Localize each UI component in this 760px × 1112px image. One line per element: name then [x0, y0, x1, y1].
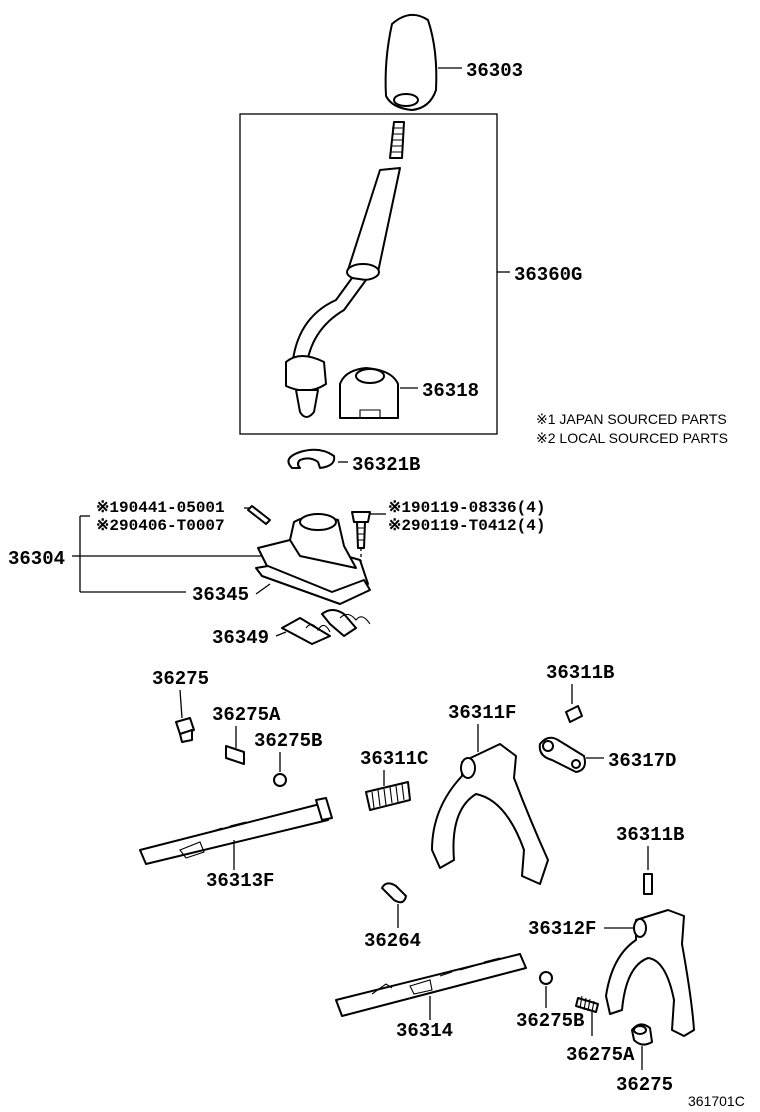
pin-36311B-bottom — [643, 873, 653, 895]
snap-ring-drawing — [287, 448, 336, 469]
shift-head-36317D-drawing — [538, 736, 586, 773]
diagram-reference: 361701C — [688, 1093, 745, 1109]
ball-36275B-bottom — [539, 971, 553, 985]
shift-lever-drawing — [285, 121, 405, 418]
label-36321B: 36321B — [352, 454, 420, 476]
spring-plate-drawing — [281, 609, 371, 645]
label-36303: 36303 — [466, 60, 523, 82]
pin-36311B-top — [565, 705, 583, 723]
label-36311B-bottom: 36311B — [616, 824, 684, 846]
label-36275B-top: 36275B — [254, 730, 322, 752]
note-japan-sourced: ※1 JAPAN SOURCED PARTS — [536, 411, 727, 427]
label-36349: 36349 — [212, 627, 269, 649]
spring-36275A-bottom-drawing — [575, 995, 599, 1013]
label-36275-bottom: 36275 — [616, 1074, 673, 1096]
spring-36275A-top-drawing — [225, 745, 245, 765]
label-36314: 36314 — [396, 1020, 453, 1042]
bolt-left-part-2: ※290406-T0007 — [96, 517, 225, 535]
label-36275B-bottom: 36275B — [516, 1010, 584, 1032]
spring-36311C-drawing — [365, 781, 411, 811]
shift-fork-36311F-drawing — [431, 743, 549, 885]
label-36275A-bottom: 36275A — [566, 1044, 635, 1066]
label-36345: 36345 — [192, 584, 249, 606]
shift-fork-36312F-drawing — [605, 909, 695, 1037]
interlock-pin-36264 — [381, 882, 407, 904]
shift-housing-drawing — [255, 513, 371, 605]
label-36317D: 36317D — [608, 750, 676, 772]
label-36360G: 36360G — [514, 264, 582, 286]
plug-36275-bottom-drawing — [631, 1023, 653, 1046]
note-local-sourced: ※2 LOCAL SOURCED PARTS — [536, 430, 728, 446]
bolt-left-drawing — [247, 505, 271, 525]
lever-assembly-box — [239, 113, 498, 435]
shift-rail-36314-drawing — [335, 953, 527, 1017]
label-36318: 36318 — [422, 380, 479, 402]
label-36312F: 36312F — [528, 918, 596, 940]
label-36264: 36264 — [364, 930, 421, 952]
ball-36275B-top — [273, 773, 287, 787]
label-36275-top: 36275 — [152, 668, 209, 690]
label-36311F: 36311F — [448, 702, 516, 724]
bolt-right-part-2: ※290119-T0412(4) — [388, 517, 545, 535]
label-36311B-top: 36311B — [546, 662, 614, 684]
shift-rail-36313F-drawing — [139, 797, 333, 865]
bolt-left-part-1: ※190441-05001 — [96, 499, 225, 517]
label-36304: 36304 — [8, 548, 65, 570]
label-36311C: 36311C — [360, 748, 428, 770]
bolt-right-part-1: ※190119-08336(4) — [388, 499, 545, 517]
boot-drawing — [339, 367, 399, 419]
shift-knob-drawing — [384, 13, 438, 111]
label-36313F: 36313F — [206, 870, 274, 892]
label-36275A-top: 36275A — [212, 704, 281, 726]
plug-36275-top-drawing — [175, 717, 195, 743]
